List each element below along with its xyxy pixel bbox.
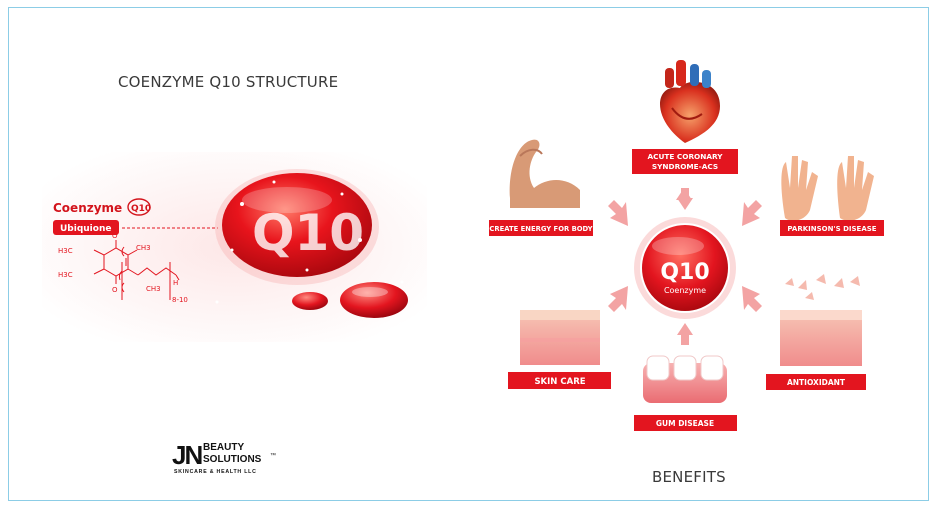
hub-shine xyxy=(652,237,704,255)
hydrogen-label: H xyxy=(173,279,178,287)
brand-line2: SOLUTIONS xyxy=(203,454,262,465)
brand-initials: JN xyxy=(172,440,202,470)
arrow-upright xyxy=(742,200,762,226)
arrow-up-head xyxy=(676,188,692,200)
arrow-downleft xyxy=(608,286,628,312)
brand-tm: ™ xyxy=(270,452,276,459)
capsule-shine xyxy=(242,187,332,213)
brand-line1: BEAUTY xyxy=(203,442,244,453)
arrow-down xyxy=(677,323,693,345)
antioxidant-badge xyxy=(766,374,866,390)
tiny-capsule xyxy=(292,292,328,310)
arrow-upleft xyxy=(608,200,628,226)
small-capsule xyxy=(340,282,408,318)
benefits-diagram: Q10 Coenzyme ACUTE CORONARY SYNDROME-ACS… xyxy=(489,60,884,431)
hub-q10: Q10 xyxy=(660,260,709,285)
acs-label-line2: SYNDROME-ACS xyxy=(652,162,718,171)
methoxy-top: H3C xyxy=(58,247,73,255)
structure-illustration: Coenzyme Q10 Ubiquione O O H3C H3C CH3 C… xyxy=(42,152,427,342)
energy-badge xyxy=(489,220,593,236)
gum-badge xyxy=(634,415,737,431)
image-frame xyxy=(8,7,929,501)
parkinsons-label: PARKINSON'S DISEASE xyxy=(787,225,876,233)
methyl-chain: CH3 xyxy=(146,285,161,293)
methyl-group: CH3 xyxy=(136,244,151,252)
gum-teeth-icon xyxy=(643,355,727,403)
chain-subscript: 8-10 xyxy=(172,296,188,304)
q10-badge-ring xyxy=(127,198,151,216)
flexed-arm-icon xyxy=(509,139,580,208)
parkinsons-badge xyxy=(780,220,884,236)
skin-care-badge xyxy=(508,372,611,389)
skin-layer-icon xyxy=(520,310,600,365)
benefits-title: BENEFITS xyxy=(652,468,726,486)
sparkles xyxy=(215,180,404,304)
ubiquione-label: Ubiquione xyxy=(60,224,111,234)
acs-badge xyxy=(632,149,738,174)
gum-label: GUM DISEASE xyxy=(656,419,714,428)
hub-circle xyxy=(640,223,730,313)
chain-brackets xyxy=(121,262,171,300)
heart-illustration xyxy=(660,60,720,143)
brand-logo-svg: JN BEAUTY SOLUTIONS ™ SKINCARE & HEALTH … xyxy=(172,440,276,475)
brand-tagline: SKINCARE & HEALTH LLC xyxy=(174,469,257,475)
small-capsule-shine xyxy=(352,287,388,297)
energy-label: CREATE ENERGY FOR BODY xyxy=(489,225,592,233)
ubiquione-badge xyxy=(53,220,119,235)
antioxidant-skin-icon xyxy=(780,274,862,366)
acs-label-line1: ACUTE CORONARY xyxy=(647,152,723,161)
q10-capsule xyxy=(222,173,372,277)
coenzyme-label: Coenzyme xyxy=(53,201,122,215)
capsule-text: Q10 xyxy=(252,204,364,262)
brand-logo: JN BEAUTY SOLUTIONS ™ SKINCARE & HEALTH … xyxy=(172,440,282,478)
molecule-structure xyxy=(93,240,180,293)
q10-badge: Q10 xyxy=(131,204,151,214)
structure-panel: Coenzyme Q10 Ubiquione O O H3C H3C CH3 C… xyxy=(42,152,427,342)
benefit-arrows xyxy=(608,188,762,345)
antioxidant-label: ANTIOXIDANT xyxy=(787,378,846,387)
structure-title: COENZYME Q10 STRUCTURE xyxy=(118,73,339,91)
hub-coenzyme: Coenzyme xyxy=(664,286,706,295)
skin-care-label: SKIN CARE xyxy=(534,377,585,387)
trembling-hands-icon xyxy=(781,156,874,221)
oxygen-bottom: O xyxy=(112,286,118,294)
arrow-downright xyxy=(742,286,762,312)
oxygen-top: O xyxy=(112,232,118,240)
methoxy-bottom: H3C xyxy=(58,271,73,279)
